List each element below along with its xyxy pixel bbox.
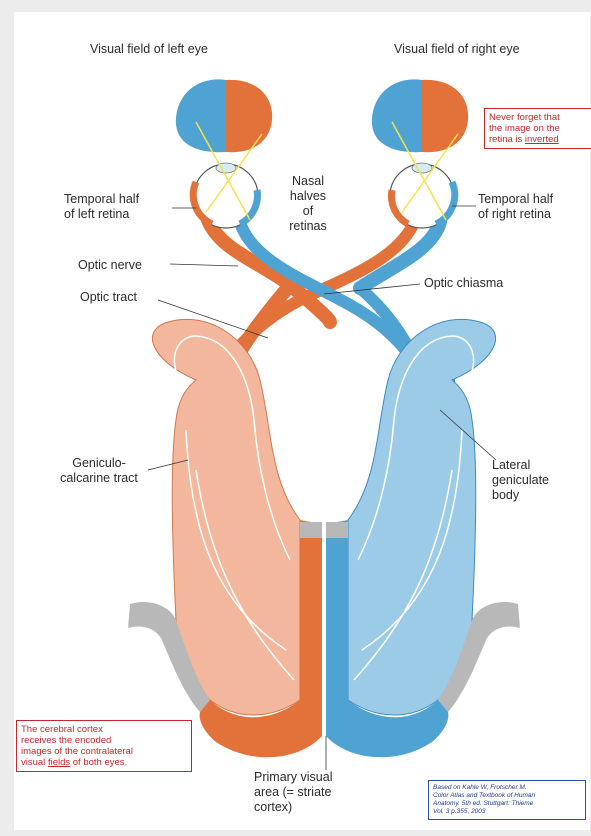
note-cortex-line2: receives the encoded xyxy=(21,735,187,746)
label-visual-field-right: Visual field of right eye xyxy=(394,42,520,57)
note-inverted-prefix: retina is xyxy=(489,134,525,145)
note-cortex-line3: images of the contralateral xyxy=(21,746,187,757)
citation-line2: Color Atlas and Textbook of Human xyxy=(433,792,581,800)
label-lateral-line2: geniculate xyxy=(492,473,549,488)
label-temporal-right-line2: of right retina xyxy=(478,207,553,222)
label-primary-line2: area (= striate xyxy=(254,785,333,800)
label-geniculo-line2: calcarine tract xyxy=(44,471,154,486)
note-cortex-line1: The cerebral cortex xyxy=(21,724,187,735)
label-temporal-right-line1: Temporal half xyxy=(478,192,553,207)
note-inverted-line2: the image on the xyxy=(489,123,591,134)
leader-optic-nerve xyxy=(170,264,238,266)
label-temporal-left-line2: of left retina xyxy=(64,207,139,222)
label-nasal: Nasal halves of retinas xyxy=(278,174,338,234)
right-cortex-edge xyxy=(326,520,348,730)
left-visual-field xyxy=(176,79,272,152)
citation-line3: Anatomy. 5th ed. Stuttgart: Thieme xyxy=(433,800,581,808)
left-cortex-edge xyxy=(300,520,322,730)
right-field-orange-half xyxy=(422,80,468,152)
label-lateral-line3: body xyxy=(492,488,549,503)
label-primary-line3: cortex) xyxy=(254,800,333,815)
label-optic-nerve: Optic nerve xyxy=(78,258,142,273)
left-cortex-cap xyxy=(300,522,322,538)
label-optic-chiasma: Optic chiasma xyxy=(424,276,503,291)
diagram-frame: Visual field of left eye Visual field of… xyxy=(14,12,590,830)
left-field-orange-half xyxy=(226,80,272,152)
note-inverted-line3: retina is inverted xyxy=(489,134,591,145)
label-nasal-line3: of xyxy=(278,204,338,219)
right-field-blue-half xyxy=(372,79,422,152)
label-visual-field-left: Visual field of left eye xyxy=(90,42,208,57)
note-cortex-line4-suffix: of both eyes. xyxy=(70,757,127,768)
label-primary-line1: Primary visual xyxy=(254,770,333,785)
note-inverted-underlined: inverted xyxy=(525,134,559,145)
label-temporal-left: Temporal half of left retina xyxy=(64,192,139,222)
note-cortex-line4: visual fields of both eyes. xyxy=(21,757,187,768)
note-cortex-line4-prefix: visual xyxy=(21,757,48,768)
left-field-blue-half xyxy=(176,79,226,152)
label-nasal-line1: Nasal xyxy=(278,174,338,189)
label-geniculocalcarine: Geniculo- calcarine tract xyxy=(44,456,154,486)
citation-line4: Vol. 3 p.355, 2003 xyxy=(433,808,581,816)
label-lateral-line1: Lateral xyxy=(492,458,549,473)
label-geniculo-line1: Geniculo- xyxy=(44,456,154,471)
note-inverted-image: Never forget that the image on the retin… xyxy=(484,108,591,149)
label-optic-tract: Optic tract xyxy=(80,290,137,305)
citation-box: Based on Kahle W, Frotscher M. Color Atl… xyxy=(428,780,586,820)
label-lateral-geniculate: Lateral geniculate body xyxy=(492,458,549,503)
label-nasal-line4: retinas xyxy=(278,219,338,234)
right-visual-field xyxy=(372,79,468,152)
label-primary-visual: Primary visual area (= striate cortex) xyxy=(254,770,333,815)
label-temporal-left-line1: Temporal half xyxy=(64,192,139,207)
note-cortex-line4-underlined: fields xyxy=(48,757,70,768)
citation-line1: Based on Kahle W, Frotscher M. xyxy=(433,784,581,792)
label-nasal-line2: halves xyxy=(278,189,338,204)
note-inverted-line1: Never forget that xyxy=(489,112,591,123)
label-temporal-right: Temporal half of right retina xyxy=(478,192,553,222)
note-cortex: The cerebral cortex receives the encoded… xyxy=(16,720,192,772)
right-cortex-cap xyxy=(326,522,348,538)
